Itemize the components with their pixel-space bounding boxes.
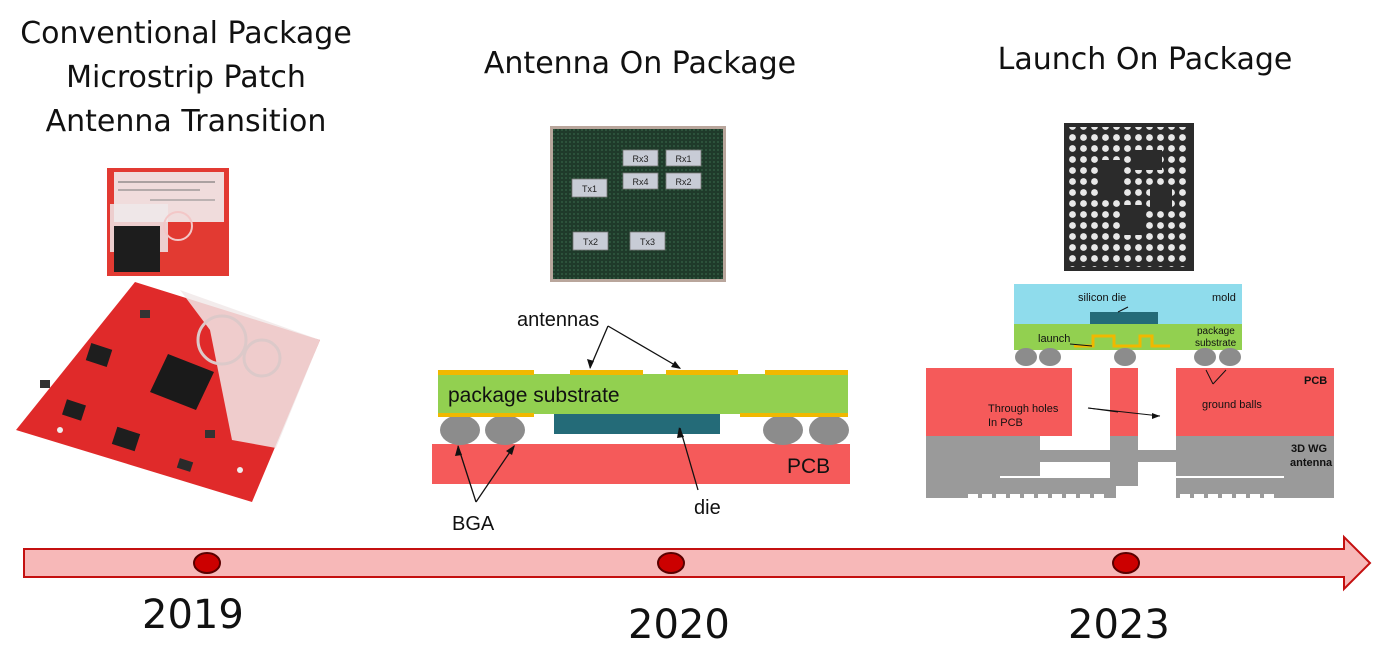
aop-substrate — [438, 374, 848, 414]
through-holes-label: Through holes — [988, 403, 1059, 415]
bga-ball — [763, 415, 803, 445]
year-2023: 2023 — [1068, 602, 1170, 648]
timeline-marker-2023 — [1112, 552, 1140, 574]
lop-pcb-right — [1176, 368, 1334, 436]
heading-line: Antenna On Package — [483, 46, 797, 81]
heading-lop: Launch On Package — [950, 38, 1340, 82]
pcb-label: PCB — [787, 455, 830, 478]
timeline-marker-2019 — [193, 552, 221, 574]
antenna-pad — [765, 370, 848, 375]
through-holes-label: In PCB — [988, 417, 1023, 429]
aop-chip-photo: Rx3 Rx1 Rx4 Rx2 Tx1 Tx2 Tx3 — [550, 126, 726, 282]
ground-ball — [1114, 348, 1136, 366]
heading-line: Microstrip Patch — [66, 60, 306, 95]
heading-line: Antenna Transition — [45, 104, 327, 139]
antennas-label: antennas — [517, 309, 599, 331]
heading-line: Conventional Package — [20, 16, 352, 51]
ground-ball — [1194, 348, 1216, 366]
mold-label: mold — [1212, 292, 1236, 304]
chip-label: Tx3 — [640, 237, 655, 247]
chip-label: Rx3 — [632, 154, 648, 164]
year-2020: 2020 — [628, 602, 730, 648]
lop-cross-section: silicon die mold launch package substrat… — [926, 284, 1334, 498]
lop-substrate-label: package — [1197, 326, 1235, 337]
lop-silicon-die — [1090, 312, 1158, 325]
lop-waveguide — [926, 436, 1334, 498]
wg-antenna-label: 3D WG — [1291, 443, 1327, 455]
heading-aop: Antenna On Package — [440, 42, 840, 86]
antenna-pad — [666, 370, 738, 375]
heading-line: Launch On Package — [997, 42, 1293, 77]
ground-balls-label: ground balls — [1202, 399, 1262, 411]
lop-pcb-middle — [1110, 368, 1138, 436]
lop-substrate-label: substrate — [1195, 338, 1237, 349]
timeline — [23, 534, 1372, 592]
chip-label: Tx1 — [582, 184, 597, 194]
ground-ball — [1015, 348, 1037, 366]
timeline-marker-2020 — [657, 552, 685, 574]
heading-conventional: Conventional Package Microstrip Patch An… — [0, 12, 372, 144]
aop-die — [554, 414, 720, 434]
die-label: die — [694, 497, 721, 519]
aop-cross-section: antennas package substrate PCB BGA die — [432, 309, 850, 535]
bga-label: BGA — [452, 513, 495, 535]
wg-antenna-label: antenna — [1290, 457, 1333, 469]
bga-ball — [809, 415, 849, 445]
ground-ball — [1219, 348, 1241, 366]
chip-label: Tx2 — [583, 237, 598, 247]
timeline-arrow — [23, 534, 1372, 592]
year-2019: 2019 — [142, 592, 244, 638]
conventional-package-photo — [107, 168, 229, 276]
package-substrate-label: package substrate — [448, 384, 620, 407]
bga-ball — [440, 415, 480, 445]
lop-pcb-left — [926, 368, 1072, 436]
lop-pcb-label: PCB — [1304, 375, 1327, 387]
conventional-board-photo — [16, 282, 320, 502]
launch-label: launch — [1038, 333, 1070, 345]
chip-label: Rx2 — [675, 177, 691, 187]
ground-ball — [1039, 348, 1061, 366]
chip-label: Rx4 — [632, 177, 648, 187]
antenna-pad — [570, 370, 643, 375]
chip-label: Rx1 — [675, 154, 691, 164]
antenna-pad — [438, 370, 534, 375]
bga-ball — [485, 415, 525, 445]
lop-chip-photo — [1064, 123, 1194, 271]
silicon-die-label: silicon die — [1078, 292, 1126, 304]
